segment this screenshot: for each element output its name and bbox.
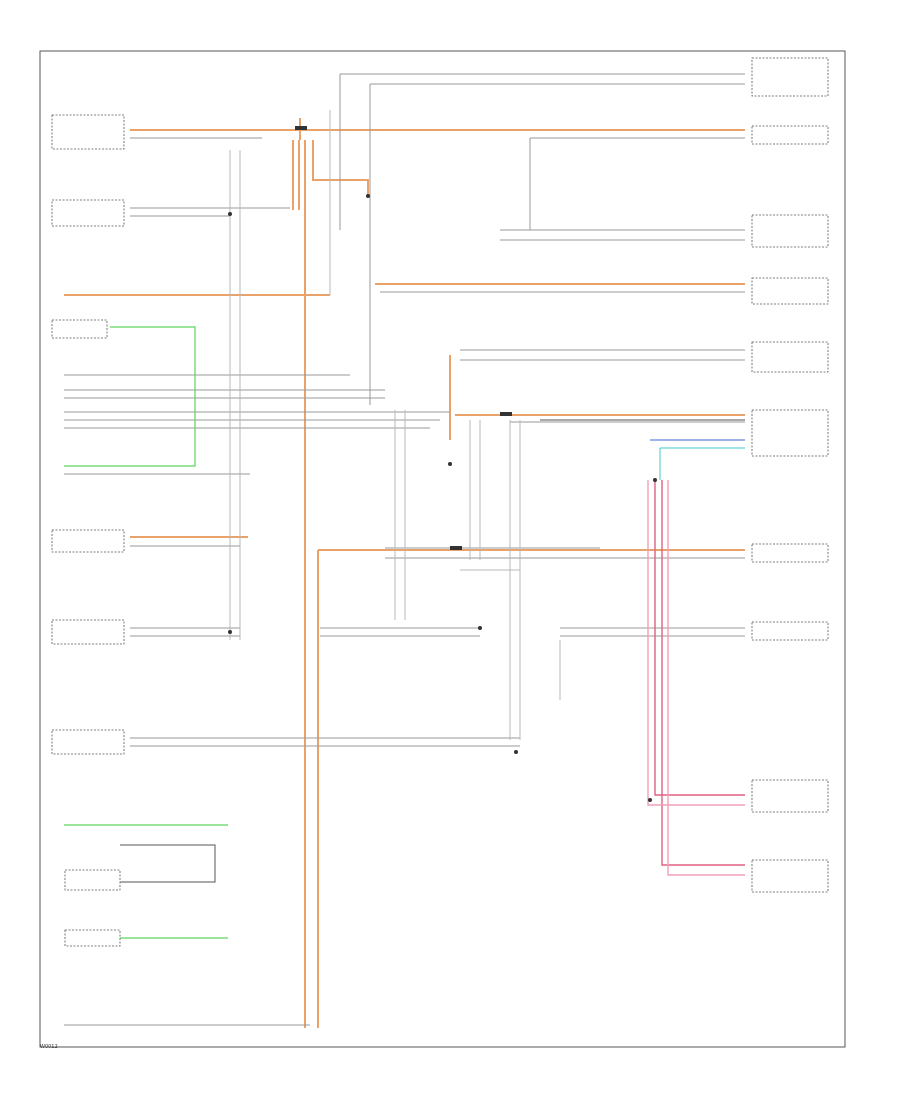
splice-points — [228, 126, 657, 802]
gray-signal-wires — [64, 73, 745, 1026]
green-wires — [64, 326, 228, 939]
diagram-frame — [39, 50, 846, 1048]
left-connectors — [51, 114, 125, 947]
orange-power-wires — [64, 118, 745, 1028]
right-connectors — [751, 57, 829, 893]
dark-wires — [120, 419, 745, 883]
blindspot-wires — [647, 439, 745, 876]
diagram-footer-code: W0012 — [40, 1044, 58, 1050]
